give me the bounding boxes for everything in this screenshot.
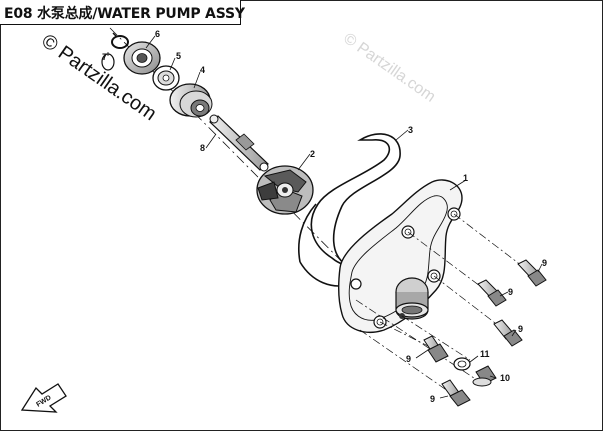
bolt-3 xyxy=(493,319,523,347)
bolt-1 xyxy=(517,259,547,287)
part-impeller xyxy=(256,165,314,215)
callout-9c: 9 xyxy=(518,324,523,334)
part-mechanical-seal xyxy=(169,83,213,118)
part-pump-cover xyxy=(337,179,463,333)
part-shaft xyxy=(209,114,269,172)
callout-1: 1 xyxy=(463,173,468,183)
callout-leader-lines xyxy=(107,35,543,399)
callout-8: 8 xyxy=(200,143,205,153)
callout-9d: 9 xyxy=(406,354,411,364)
callout-9e: 9 xyxy=(430,394,435,404)
fwd-arrow-icon: FWD xyxy=(20,383,67,413)
callout-5: 5 xyxy=(176,51,181,61)
bolt-4 xyxy=(423,335,449,363)
callout-11: 11 xyxy=(480,349,490,359)
callout-labels: 1 2 3 4 5 6 7 8 9 9 9 9 9 10 11 xyxy=(102,29,547,404)
callout-4: 4 xyxy=(200,65,205,75)
title-box: E08 水泵总成/WATER PUMP ASSY xyxy=(0,0,245,25)
callout-6: 6 xyxy=(155,29,160,39)
callout-7: 7 xyxy=(102,52,107,62)
part-sealing-washer xyxy=(453,357,471,371)
bolt-5 xyxy=(441,379,471,407)
callout-9a: 9 xyxy=(542,258,547,268)
part-oil-seal xyxy=(152,65,180,91)
part-circlip xyxy=(111,32,129,49)
part-bearing xyxy=(123,41,161,75)
callout-9b: 9 xyxy=(508,287,513,297)
callout-10: 10 xyxy=(500,373,510,383)
callout-3: 3 xyxy=(408,125,413,135)
callout-2: 2 xyxy=(310,149,315,159)
part-flange-bolt xyxy=(472,365,497,387)
bolt-2 xyxy=(477,279,507,307)
diagram-title: E08 水泵总成/WATER PUMP ASSY xyxy=(4,6,245,22)
